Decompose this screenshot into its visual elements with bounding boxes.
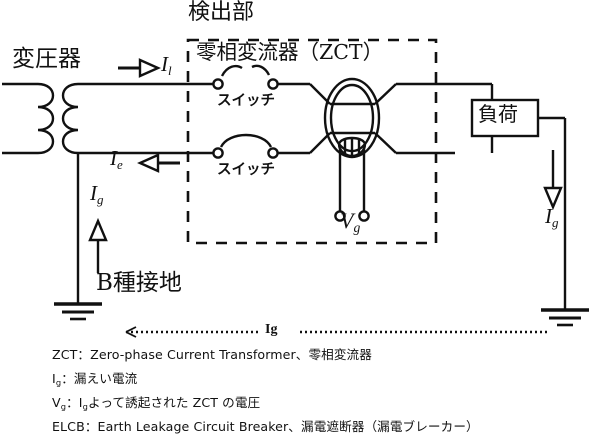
- il-arrow-head: [138, 58, 161, 78]
- label-ig-return-path: Ig: [265, 322, 278, 337]
- detection-section-title: 検出部: [188, 0, 255, 25]
- load-label: 負荷: [478, 102, 518, 126]
- lower-switch-arc: [219, 133, 273, 148]
- label-earth-current-sub: e: [117, 156, 123, 172]
- vg-terminal-right: [358, 210, 370, 222]
- label-ground-current-right-symbol: I: [545, 204, 552, 228]
- bottom-line-zct-exit: [374, 132, 397, 154]
- left-ig-arrow-head: [88, 217, 108, 242]
- legend-term-zct: ZCT: [52, 347, 78, 362]
- legend-row-zct: ZCT：Zero-phase Current Transformer、零相変流器: [52, 344, 372, 363]
- label-zct-voltage-sub: g: [353, 220, 361, 236]
- transformer-primary-winding: [37, 82, 55, 155]
- legend-body-vg-pre-sub: g: [82, 401, 88, 412]
- legend-term-ig: I: [52, 371, 56, 386]
- label-ground-current-right: Ig: [545, 206, 559, 229]
- lower-switch-terminal-left: [212, 147, 224, 159]
- label-ground-current-left: Ig: [90, 183, 104, 206]
- lower-switch-terminal-right: [267, 147, 279, 159]
- bottom-line-zct-entry: [309, 132, 331, 154]
- legend-sep-elcb: ：: [84, 419, 98, 434]
- switch-label-upper: スイッチ: [217, 93, 275, 109]
- legend-term-elcb: ELCB: [52, 419, 85, 434]
- legend-term-ig-sub: g: [55, 377, 62, 388]
- switch-label-lower: スイッチ: [217, 162, 275, 178]
- upper-switch-arc-left: [220, 64, 243, 77]
- ig-path-arrowhead-upper: [125, 326, 137, 333]
- ground-b-label: B種接地: [96, 270, 182, 296]
- legend-body-vg-pre: I: [78, 395, 83, 410]
- label-ground-current-left-sub: g: [97, 191, 104, 207]
- label-zct-voltage-symbol: V: [340, 208, 354, 233]
- ig-path-arrowhead-lower: [125, 331, 137, 338]
- upper-switch-arc-right: [251, 64, 271, 76]
- legend-sep-vg: ：: [66, 395, 79, 410]
- label-earth-current: Ie: [110, 148, 123, 171]
- label-line-current-sub: l: [168, 62, 172, 78]
- top-line-zct-exit: [374, 83, 397, 105]
- legend-body-zct: Zero-phase Current Transformer、零相変流器: [90, 347, 372, 362]
- transformer-label: 変圧器: [12, 46, 81, 72]
- legend-sep-ig: ：: [61, 371, 74, 386]
- legend-row-ig: Ig：漏えい電流: [52, 368, 137, 387]
- ie-arrow-head: [137, 153, 160, 173]
- label-zct-voltage: Vg: [340, 210, 360, 235]
- transformer-secondary-winding: [61, 82, 79, 155]
- legend-row-elcb: ELCB：Earth Leakage Circuit Breaker、漏電遮断器…: [52, 416, 479, 435]
- legend-body-ig: 漏えい電流: [73, 371, 138, 386]
- legend-term-vg: V: [52, 395, 61, 410]
- label-line-current-symbol: I: [161, 52, 168, 76]
- label-ground-current-left-symbol: I: [90, 181, 97, 205]
- label-earth-current-symbol: I: [110, 146, 117, 170]
- legend-row-vg: Vg：Igよって誘起された ZCT の電圧: [52, 392, 260, 411]
- label-ground-current-right-sub: g: [552, 214, 559, 230]
- legend-body-vg: よって誘起された ZCT の電圧: [88, 395, 261, 410]
- load-box: [470, 98, 540, 138]
- right-ig-arrow-head: [543, 186, 563, 211]
- upper-switch-terminal-right: [267, 78, 279, 90]
- legend-body-elcb: Earth Leakage Circuit Breaker、漏電遮断器（漏電ブレ…: [97, 419, 479, 434]
- label-line-current: Il: [161, 54, 172, 77]
- vg-terminal-left: [334, 210, 346, 222]
- detection-section-dashed-box: [186, 38, 438, 245]
- upper-switch-terminal-left: [212, 78, 224, 90]
- zct-box-label: 零相変流器（ZCT）: [196, 40, 384, 64]
- legend-sep-zct: ：: [77, 347, 91, 362]
- legend-term-vg-sub: g: [60, 401, 67, 412]
